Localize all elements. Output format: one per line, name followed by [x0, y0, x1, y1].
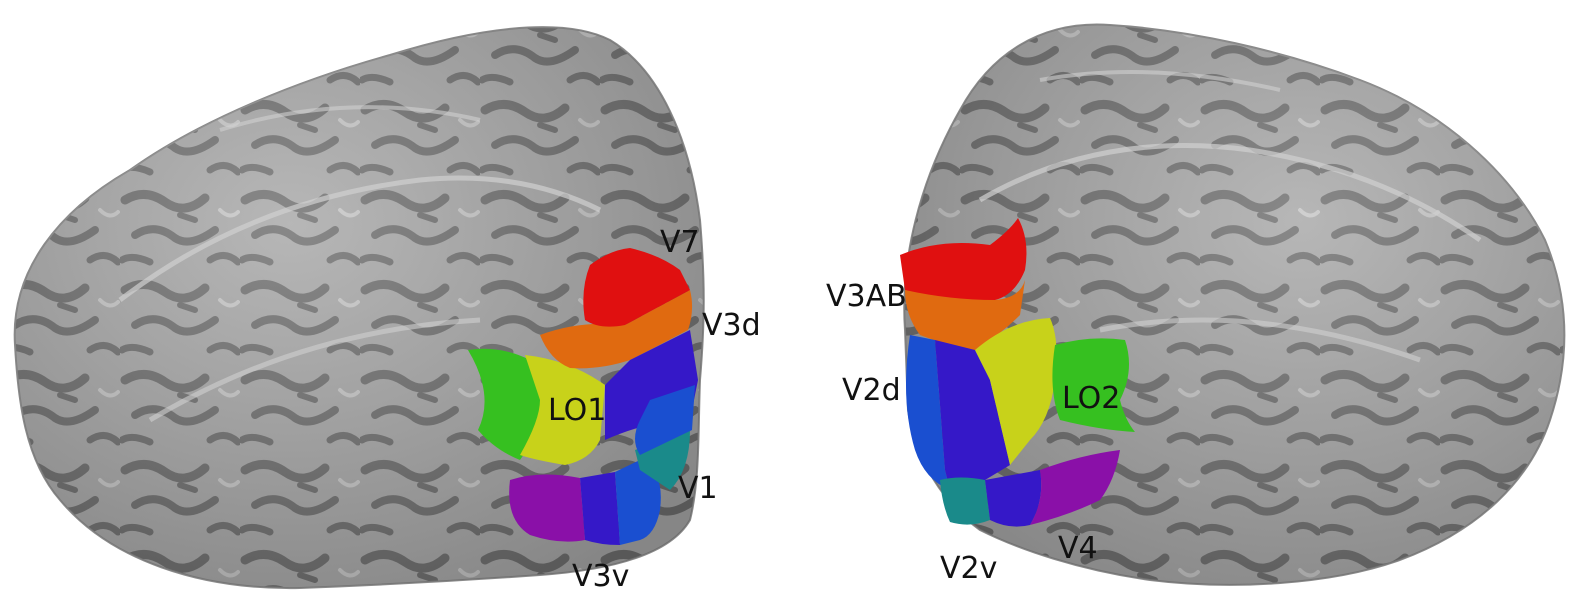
label-lo1: LO1: [548, 393, 606, 428]
label-v3ab: V3AB: [826, 279, 907, 314]
area-orange-left: [540, 290, 693, 369]
right-visual-areas: [900, 218, 1135, 527]
area-orange-right: [905, 280, 1025, 350]
left-visual-areas: [468, 248, 698, 545]
label-v3v: V3v: [572, 559, 629, 594]
left-hemisphere: [13, 26, 705, 590]
area-blue-strip-left: [635, 385, 695, 455]
area-purple-right: [935, 340, 1010, 490]
label-v1: V1: [678, 471, 718, 506]
area-v7-left: [583, 248, 690, 327]
label-v3d: V3d: [702, 308, 761, 343]
right-hemisphere: [900, 23, 1566, 586]
area-lo2-right: [1052, 338, 1135, 432]
area-v3v-left: [509, 474, 585, 542]
area-purple-bottom-right: [985, 470, 1042, 527]
label-v4: V4: [1058, 531, 1098, 566]
area-v3ab-right: [900, 218, 1027, 301]
area-green-left: [468, 348, 545, 460]
label-v7: V7: [660, 225, 700, 260]
area-v4-right: [1030, 450, 1120, 525]
area-v2v-right: [940, 477, 990, 525]
area-v2d-right: [906, 335, 950, 490]
area-blue-bottom-left: [615, 460, 661, 545]
area-lo1-left: [520, 355, 605, 465]
label-lo2: LO2: [1062, 381, 1120, 416]
label-v2d: V2d: [842, 373, 901, 408]
area-purple-bottom-left: [580, 472, 620, 545]
area-yellow-right: [975, 318, 1057, 465]
label-v2v: V2v: [940, 551, 997, 586]
